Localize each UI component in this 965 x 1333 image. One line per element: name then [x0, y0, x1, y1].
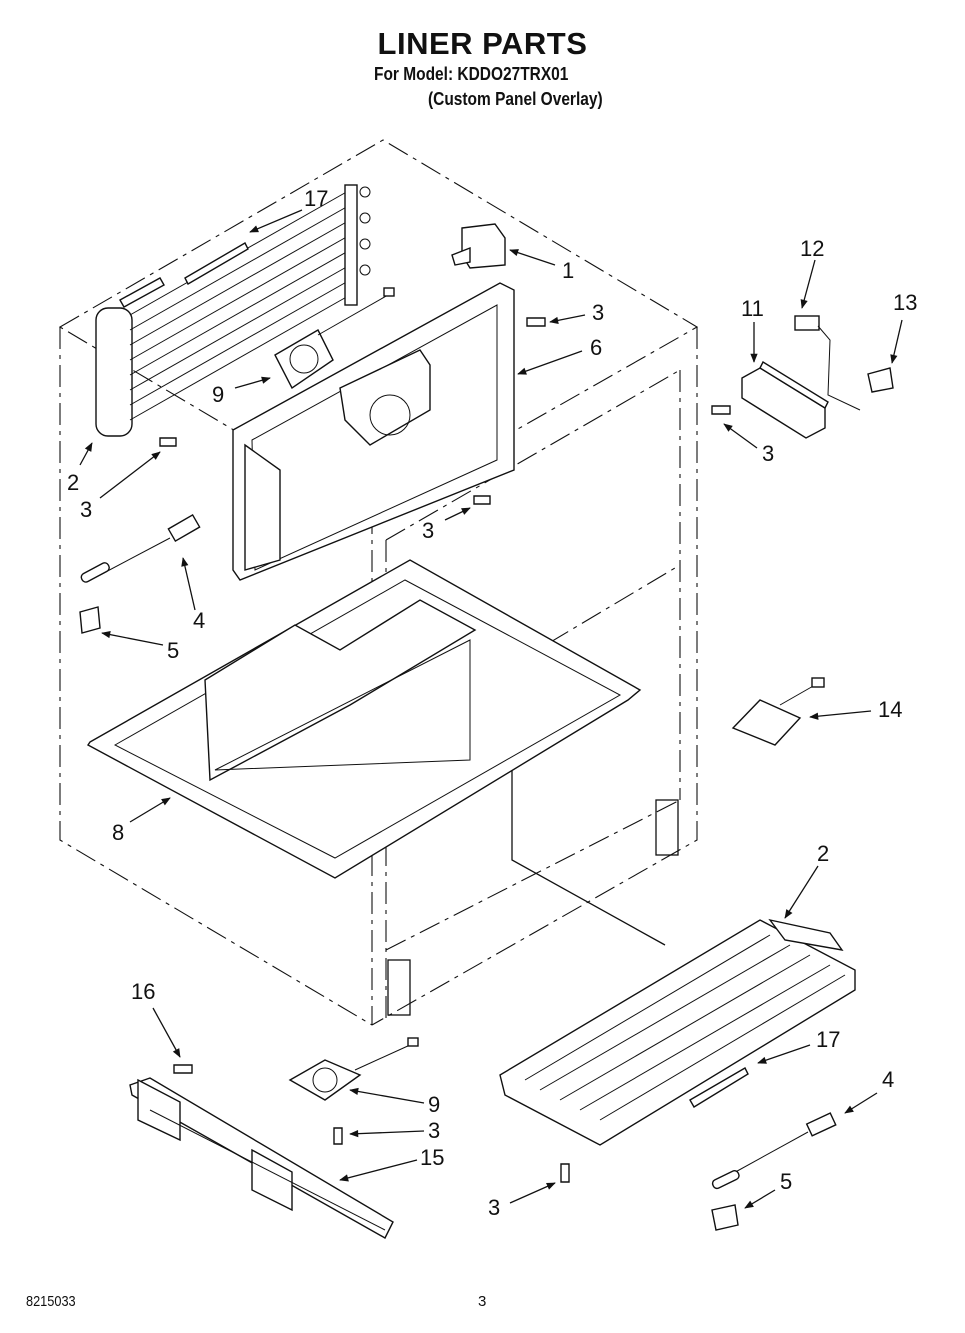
callout-3-fan-lower: 3 [428, 1118, 441, 1143]
callout-12: 12 [800, 236, 825, 261]
part-light-socket [731, 677, 825, 746]
document-number: 8215033 [26, 1293, 76, 1310]
part-bracket [867, 367, 894, 393]
callout-3-center: 3 [422, 518, 435, 543]
callout-3-upper-left: 3 [80, 497, 93, 522]
model-number-line: For Model: KDDO27TRX01 [374, 64, 569, 84]
callout-8: 8 [112, 820, 125, 845]
page-number: 3 [478, 1293, 487, 1310]
part-thermistor-upper [79, 513, 201, 634]
callout-5-lower: 5 [780, 1169, 793, 1194]
part-fan-upper [274, 287, 395, 390]
part-condenser-coil-upper [95, 184, 371, 437]
part-thermistor-lower [711, 1112, 837, 1231]
callout-9-upper: 9 [212, 382, 225, 407]
callout-15: 15 [420, 1145, 445, 1170]
part-fan-lower [288, 1037, 419, 1101]
part-screw-icons [159, 317, 731, 1183]
callout-1: 1 [562, 258, 575, 283]
callout-6: 6 [590, 335, 603, 360]
callout-3-lower: 3 [488, 1195, 501, 1220]
callout-9-lower: 9 [428, 1092, 441, 1117]
callout-17-lower: 17 [816, 1027, 841, 1052]
callout-4-lower: 4 [882, 1067, 895, 1092]
callout-5-upper: 5 [167, 638, 180, 663]
leader-arrows [79, 209, 903, 1209]
callout-3-module: 3 [762, 441, 775, 466]
callout-16: 16 [131, 979, 156, 1004]
page-title: LINER PARTS [377, 26, 588, 61]
callout-3-upper-right: 3 [592, 300, 605, 325]
model-variant-line: (Custom Panel Overlay) [428, 89, 603, 109]
callout-11: 11 [741, 296, 764, 321]
part-liner-pan [86, 559, 642, 879]
part-evaporator-cover [232, 282, 515, 581]
callout-17-upper: 17 [304, 186, 329, 211]
callout-2-upper: 2 [67, 470, 80, 495]
part-condenser-coil-lower [499, 918, 856, 1146]
callout-4-upper: 4 [193, 608, 206, 633]
part-mounting-rail [129, 1077, 394, 1239]
callout-2-lower: 2 [817, 841, 830, 866]
callout-13: 13 [893, 290, 918, 315]
part-switch [451, 223, 506, 269]
part-control-module [741, 361, 829, 439]
callout-14: 14 [878, 697, 903, 722]
part-wire-harness [794, 315, 861, 411]
